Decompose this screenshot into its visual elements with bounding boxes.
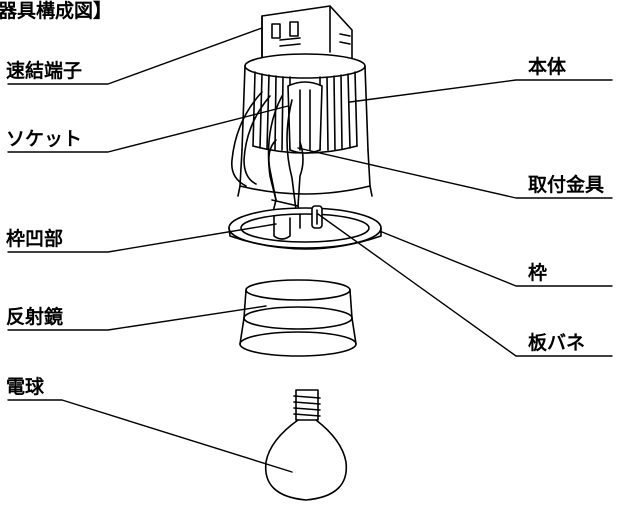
diagram-title: 器具構成図】 [0,0,113,22]
leader-ita-bane [317,213,613,357]
label-quick-connect-terminal: 速結端子 [6,60,83,82]
reflector [239,279,357,357]
mounting-bracket [267,139,305,237]
leader-socket [7,105,289,153]
leader-toritsuke [297,147,613,199]
leader-hontai [349,79,613,103]
socket-wires [230,91,297,211]
label-frame: 枠 [528,262,548,284]
light-bulb [264,389,348,501]
leader-waku [381,231,613,287]
label-reflector: 反射鏡 [6,306,64,328]
leader-sokketsu [7,27,263,85]
leader-denkyu [7,399,293,473]
label-frame-recess: 枠凹部 [6,228,64,250]
label-mounting-bracket: 取付金具 [528,174,605,196]
label-main-body: 本体 [528,56,567,78]
main-body [237,53,373,197]
leader-lines [7,27,613,473]
leader-waku-oubu [7,223,277,253]
leader-hanshakyo [7,305,267,331]
frame-ring [228,205,382,250]
label-bulb: 電球 [6,376,45,398]
label-socket: ソケット [6,128,83,150]
label-leaf-spring: 板バネ [528,332,586,354]
